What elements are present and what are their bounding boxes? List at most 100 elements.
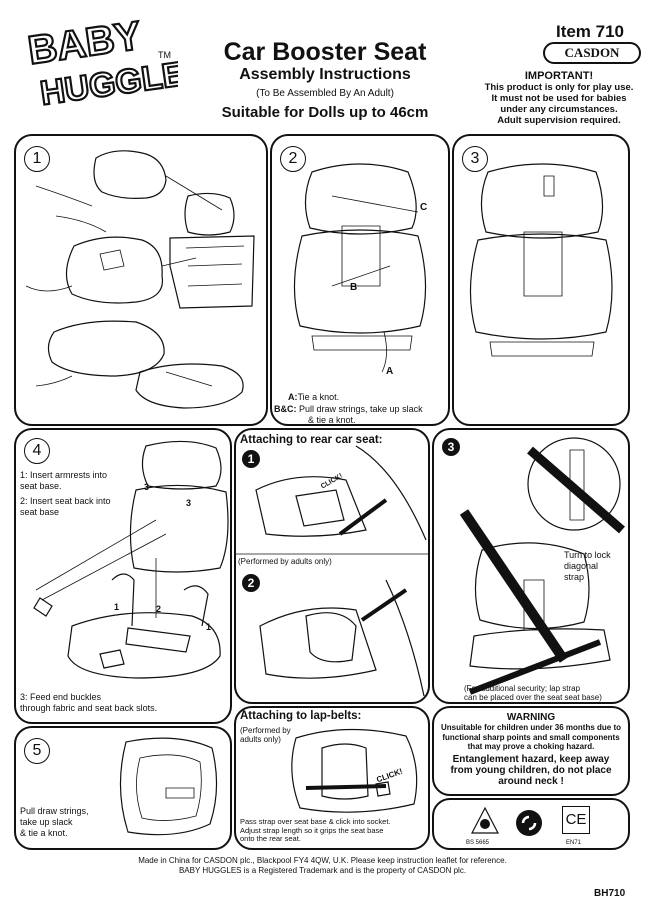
step-number: 2 [280,146,306,172]
step-4-illustration [33,440,229,679]
lap-belt-panel: Attaching to lap-belts: (Performed by ad… [234,706,430,850]
rear-seat-illustration [236,445,428,697]
label-1b: 1 [206,622,212,632]
label-2: 2 [156,604,162,614]
note-line: can be placed over the seat seat base) [464,693,602,702]
lap-belt-illustration [291,728,418,813]
caption-line: 1: Insert armrests into [20,470,108,480]
step-2-illustration [293,163,427,373]
note-line: (Performed by [240,726,291,735]
important-line: It must not be used for babies [491,93,627,104]
brand-badge: CASDON [543,42,641,64]
note-line: adults only) [240,735,281,744]
important-line: Adult supervision required. [497,115,621,126]
caption-text: Pull draw strings, take up slack [299,404,423,414]
safety-marks-panel: BS 5665 CE EN71 [432,798,630,850]
rear-seat-heading: Attaching to rear car seat: [240,434,383,446]
page-title: Car Booster Seat [223,38,427,66]
caption-line: take up slack [20,817,73,827]
step-4-panel: 4 1: Insert armrests into seat base. 2: … [14,428,232,724]
step-4-caption-3: 3: Feed end buckles through fabric and s… [20,692,157,714]
caption-line: onto the rear seat. [240,834,301,843]
step-5-panel: 5 Pull draw strings, take up slack & tie… [14,726,232,850]
lion-mark-icon [471,806,499,834]
important-heading: IMPORTANT! [524,70,594,82]
lap-belt-heading: Attaching to lap-belts: [240,710,362,722]
warning-line: around neck ! [498,775,564,787]
caption-line: through fabric and seat back slots. [20,703,158,713]
note-line: strap [564,572,585,582]
step-5-caption: Pull draw strings, take up slack & tie a… [20,806,89,839]
suitability-note: Suitable for Dolls up to 46cm [221,104,429,121]
label-a: A [386,366,394,377]
step-number: 4 [24,438,50,464]
page-subtitle: Assembly Instructions [239,66,411,83]
step-2-panel: 2 C B A A:Tie a knot. B&C: Pull draw str… [270,134,450,426]
step-number: 1 [24,146,50,172]
step-3-illustration [469,163,613,357]
warning-line: Entanglement hazard, keep away [452,753,610,765]
turn-note: Turn to lock diagonal strap [564,550,611,583]
label-3b: 3 [186,498,192,508]
warning-line: functional sharp points and small compon… [442,732,620,742]
ce-mark: CE [562,806,590,834]
step-3-panel: 3 [452,134,630,426]
caption-line: 2: Insert seat back into [20,496,111,506]
warning-panel: WARNING Unsuitable for children under 36… [432,706,630,796]
label-3: 3 [144,482,150,492]
step-1-panel: 1 [14,134,268,426]
item-number: Item 710 [555,22,625,41]
step-number-dot: 2 [242,574,260,592]
footer-line: BABY HUGGLES is a Registered Trademark a… [178,866,467,875]
note-line: diagonal [564,561,599,571]
step-number: 5 [24,738,50,764]
footer: Made in China for CASDON plc., Blackpool… [0,856,645,876]
step-number-dot: 1 [242,450,260,468]
green-dot-icon [516,810,542,836]
step-4-caption-2: 2: Insert seat back into seat base [20,496,111,518]
warning-line: from young children, do not place [450,764,612,776]
baby-huggles-logo: BABY HUGGLES TM [8,8,178,106]
label-1: 1 [114,602,120,612]
caption-line: Adjust strap length so it grips the seat… [240,825,384,835]
note-line: Turn to lock [564,550,611,560]
step-2-caption-bc-2: & tie a knot. [308,415,356,425]
caption-key: B&C: [274,404,297,414]
step-number-dot: 3 [442,438,460,456]
note-line: (For additional security; lap strap [464,684,581,693]
caption-line: 3: Feed end buckles [20,692,102,702]
warning-text: Unsuitable for children under 36 months … [434,723,628,752]
en71-mark: EN71 [566,840,582,846]
rear-seat-panel: Attaching to rear car seat: 1 CLICK! (Pe… [234,428,430,704]
assembly-note: (To Be Assembled By An Adult) [256,88,394,99]
lap-caption: Pass strap over seat base & click into s… [240,817,391,844]
caption-line: seat base [20,507,60,517]
lock-strap-illustration [459,437,625,695]
step-2-caption-a: A:Tie a knot. [288,392,339,403]
additional-security-note: (For additional security; lap strap can … [464,684,602,702]
step-2-caption-bc: B&C: Pull draw strings, take up slack [274,404,423,415]
caption-line: & tie a knot. [20,828,68,838]
important-line: under any circumstances. [500,104,618,115]
logo-trademark: TM [158,50,171,60]
important-notice: IMPORTANT! This product is only for play… [475,70,643,127]
caption-line: seat base. [20,481,62,491]
caption-text: Tie a knot. [297,392,340,402]
warning-heading: WARNING [506,712,556,723]
label-c: C [420,202,428,213]
lock-strap-panel: 3 Turn to lock diagonal strap (For addit… [432,428,630,704]
performed-note: (Performed by adults only) [238,557,332,566]
caption-key: A: [288,392,298,402]
bs-mark: BS 5665 [466,840,490,846]
label-b: B [350,282,358,293]
step-4-caption-1: 1: Insert armrests into seat base. [20,470,107,492]
lap-performed-note: (Performed by adults only) [240,726,291,744]
entanglement-warning: Entanglement hazard, keep away from youn… [434,754,628,787]
warning-line: Unsuitable for children under 36 months … [440,723,621,732]
logo-graphic: BABY HUGGLES TM [24,13,178,106]
footer-line: Made in China for CASDON plc., Blackpool… [138,856,507,865]
important-line: This product is only for play use. [484,82,634,93]
caption-line: Pass strap over seat base & click into s… [240,817,391,826]
caption-line: Pull draw strings, [20,806,89,816]
step-number: 3 [462,146,488,172]
